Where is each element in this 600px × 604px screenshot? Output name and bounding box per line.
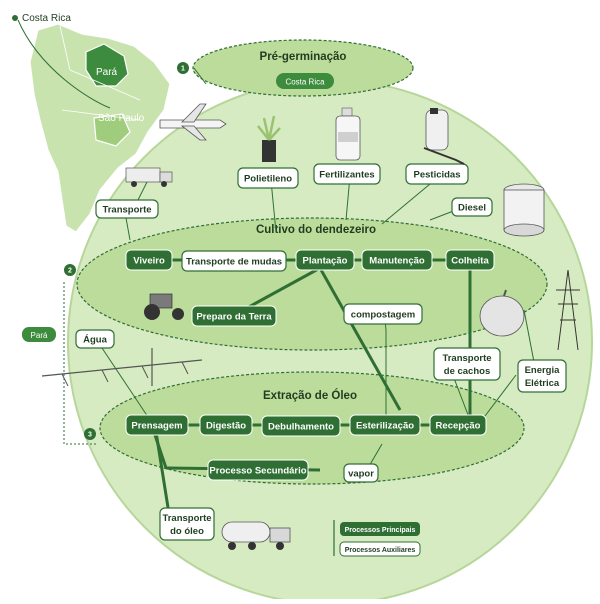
sao-paulo-region	[93, 113, 131, 147]
auxiliary-connectors	[99, 67, 535, 469]
aux-compostagem-label: compostagem	[351, 310, 415, 321]
aux-transporte-oleo-label-1: Transporte	[162, 513, 211, 524]
costa-rica-map-label: Costa Rica	[22, 13, 71, 24]
legend-principal-swatch	[340, 522, 420, 536]
stage-3-number: 3	[88, 432, 92, 439]
process-plantacao: Plantação	[295, 249, 355, 271]
palm-fruit-icon	[479, 289, 525, 337]
aux-compostagem: compostagem	[343, 303, 423, 325]
airplane-icon	[159, 103, 227, 141]
legend-auxiliar-swatch	[339, 541, 421, 557]
input-polietileno: Polietileno	[237, 167, 299, 189]
para-region	[85, 43, 129, 87]
aux-transporte-cachos: Transporte de cachos	[433, 347, 501, 381]
aux-transporte-oleo: Transporte do óleo	[159, 507, 215, 541]
power-tower-icon	[556, 269, 580, 351]
para-bracket-line	[63, 282, 96, 445]
legend-auxiliar-label: Processos Auxiliares	[345, 547, 416, 554]
aux-transporte-cachos-label-1: Transporte	[442, 353, 491, 364]
aux-transporte-oleo-label-2: do óleo	[170, 526, 204, 537]
input-fertilizantes: Fertilizantes	[313, 163, 381, 185]
legend: Processos Principais Processos Auxiliare…	[333, 520, 421, 557]
costa-rica-tag-label: Costa Rica	[285, 78, 325, 87]
storage-tank-icon	[503, 183, 545, 237]
process-secundario-label: Processo Secundário	[209, 466, 306, 477]
stage-pre-germinacao	[192, 39, 414, 97]
process-prensagem: Prensagem	[125, 414, 189, 436]
process-debulhamento: Debulhamento	[261, 415, 341, 437]
process-secundario: Processo Secundário	[207, 459, 309, 481]
fertilizer-bottle-icon	[335, 107, 361, 161]
stage-1-title: Pré-germinação	[260, 51, 347, 63]
tanker-truck-icon	[221, 521, 291, 550]
process-colheita: Colheita	[445, 249, 495, 271]
process-manutencao-label: Manutenção	[369, 256, 425, 267]
costa-rica-tag	[276, 73, 334, 89]
aux-vapor: vapor	[343, 463, 379, 483]
process-digestao-label: Digestão	[206, 421, 246, 432]
process-esterilizacao-label: Esterilização	[356, 421, 414, 432]
input-pesticidas: Pesticidas	[405, 163, 469, 185]
input-transporte-label: Transporte	[102, 205, 151, 216]
legend-principal-label: Processos Principais	[345, 527, 416, 534]
para-map-label: Pará	[96, 67, 118, 78]
input-agua: Água	[75, 329, 115, 349]
process-recepcao-label: Recepção	[436, 421, 481, 432]
stage-3-title: Extração de Óleo	[263, 389, 357, 402]
stage-2-number-badge	[64, 264, 76, 276]
flight-route-line	[17, 19, 111, 109]
aux-transporte-cachos-label-2: de cachos	[444, 366, 490, 377]
aux-energia-label-2: Elétrica	[525, 378, 560, 389]
process-prensagem-label: Prensagem	[131, 421, 182, 432]
input-diesel: Diesel	[451, 197, 493, 217]
costa-rica-dot	[12, 15, 18, 21]
input-agua-label: Água	[83, 335, 107, 346]
truck-icon	[125, 167, 173, 187]
process-viveiro: Viveiro	[125, 249, 173, 271]
process-preparo-label: Preparo da Terra	[196, 312, 272, 323]
stage-1-number: 1	[181, 66, 185, 73]
process-preparo-da-terra: Preparo da Terra	[191, 305, 277, 327]
input-transporte: Transporte	[95, 199, 159, 219]
aux-energia-label-1: Energia	[525, 365, 561, 376]
input-fertilizantes-label: Fertilizantes	[319, 170, 374, 181]
process-manutencao: Manutenção	[361, 249, 433, 271]
stage-3-number-badge	[84, 428, 96, 440]
sprayer-icon	[423, 108, 465, 165]
process-plantacao-label: Plantação	[303, 256, 348, 267]
process-debulhamento-label: Debulhamento	[268, 422, 334, 433]
process-digestao: Digestão	[199, 414, 253, 436]
process-colheita-label: Colheita	[451, 256, 489, 267]
stage-cultivo	[76, 217, 548, 351]
para-tag-label: Pará	[31, 331, 48, 340]
input-pesticidas-label: Pesticidas	[414, 170, 461, 181]
aux-vapor-label: vapor	[348, 469, 374, 480]
sao-paulo-map-label: São Paulo	[98, 113, 145, 124]
tractor-icon	[144, 293, 184, 320]
process-esterilizacao: Esterilização	[349, 414, 421, 436]
input-diesel-label: Diesel	[458, 203, 486, 214]
stage-1-number-badge	[177, 62, 189, 74]
aux-transporte-mudas: Transporte de mudas	[181, 250, 287, 272]
south-america-map	[29, 23, 171, 233]
seedling-bag-icon	[257, 115, 281, 162]
stage-2-title: Cultivo do dendezeiro	[256, 224, 376, 236]
aux-energia-eletrica: Energia Elétrica	[517, 359, 567, 393]
input-polietileno-label: Polietileno	[244, 174, 292, 185]
aux-transporte-mudas-label: Transporte de mudas	[186, 257, 282, 268]
irrigation-pivot-icon	[41, 348, 203, 387]
stage-2-number: 2	[68, 268, 72, 275]
process-viveiro-label: Viveiro	[133, 256, 165, 267]
para-tag	[22, 327, 56, 342]
process-recepcao: Recepção	[429, 414, 487, 436]
